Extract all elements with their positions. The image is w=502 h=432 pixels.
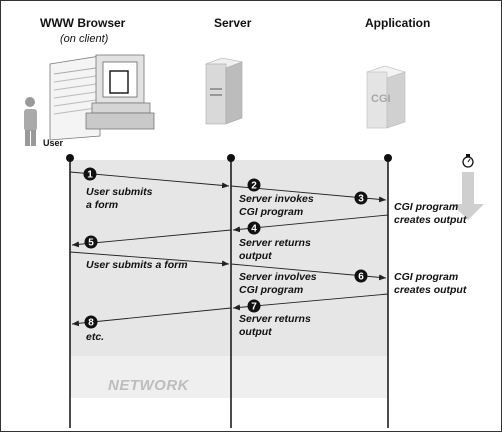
lifeline-dot-browser <box>66 154 74 162</box>
header-application: Application <box>365 16 430 30</box>
step-8-line1: etc. <box>86 331 104 343</box>
lifeline-dot-application <box>384 154 392 162</box>
header-browser-sub: (on client) <box>60 33 109 45</box>
badge-5: 5 <box>84 235 98 249</box>
time-arrow <box>452 172 484 220</box>
badge-2: 2 <box>247 178 261 192</box>
badge-4: 4 <box>247 221 261 235</box>
step-6b-line1: CGI program <box>394 271 458 283</box>
network-label: NETWORK <box>108 377 190 394</box>
badge-6: 6 <box>354 269 368 283</box>
cgi-cabinet-icon <box>366 65 406 129</box>
step-3-line1: CGI program <box>394 201 458 213</box>
step-6-line1: Server involves <box>239 271 317 283</box>
step-5-line1: User submits a form <box>86 259 188 271</box>
svg-text:8: 8 <box>88 318 94 329</box>
step-2-line1: Server invokes <box>239 193 314 205</box>
lifeline-dot-server <box>227 154 235 162</box>
step-2-line2: CGI program <box>239 206 303 218</box>
svg-text:3: 3 <box>358 194 364 205</box>
step-7-line2: output <box>239 326 272 338</box>
badge-7: 7 <box>247 299 261 313</box>
svg-text:6: 6 <box>358 272 364 283</box>
step-4-line1: Server returns <box>239 237 311 249</box>
step-6b-line2: creates output <box>394 284 467 296</box>
arrow-submit-2 <box>69 251 230 267</box>
arrow-1-submit <box>69 171 230 189</box>
badge-1: 1 <box>83 167 97 181</box>
step-3-line2: creates output <box>394 214 467 226</box>
badge-8: 8 <box>84 315 98 329</box>
svg-text:4: 4 <box>251 224 257 235</box>
step-4-line2: output <box>239 250 272 262</box>
network-band-footer <box>70 356 388 398</box>
svg-text:5: 5 <box>88 238 94 249</box>
person-icon <box>24 97 37 146</box>
badge-3: 3 <box>354 191 368 205</box>
step-1-line2: a form <box>86 199 118 211</box>
header-browser: WWW Browser <box>40 16 126 30</box>
arrow-8-return <box>71 307 232 327</box>
arrow-5-return <box>71 229 232 248</box>
svg-text:7: 7 <box>251 302 257 313</box>
computer-icon <box>49 54 155 141</box>
user-label: User <box>43 138 64 148</box>
step-6-line2: CGI program <box>239 284 303 296</box>
step-7-line1: Server returns <box>239 313 311 325</box>
step-1-line1: User submits <box>86 186 153 198</box>
svg-text:1: 1 <box>87 170 93 181</box>
svg-text:2: 2 <box>251 181 257 192</box>
server-tower-icon <box>204 57 244 125</box>
header-server: Server <box>214 16 252 30</box>
cgi-label: CGI <box>371 93 391 105</box>
stopwatch-icon <box>462 154 474 168</box>
